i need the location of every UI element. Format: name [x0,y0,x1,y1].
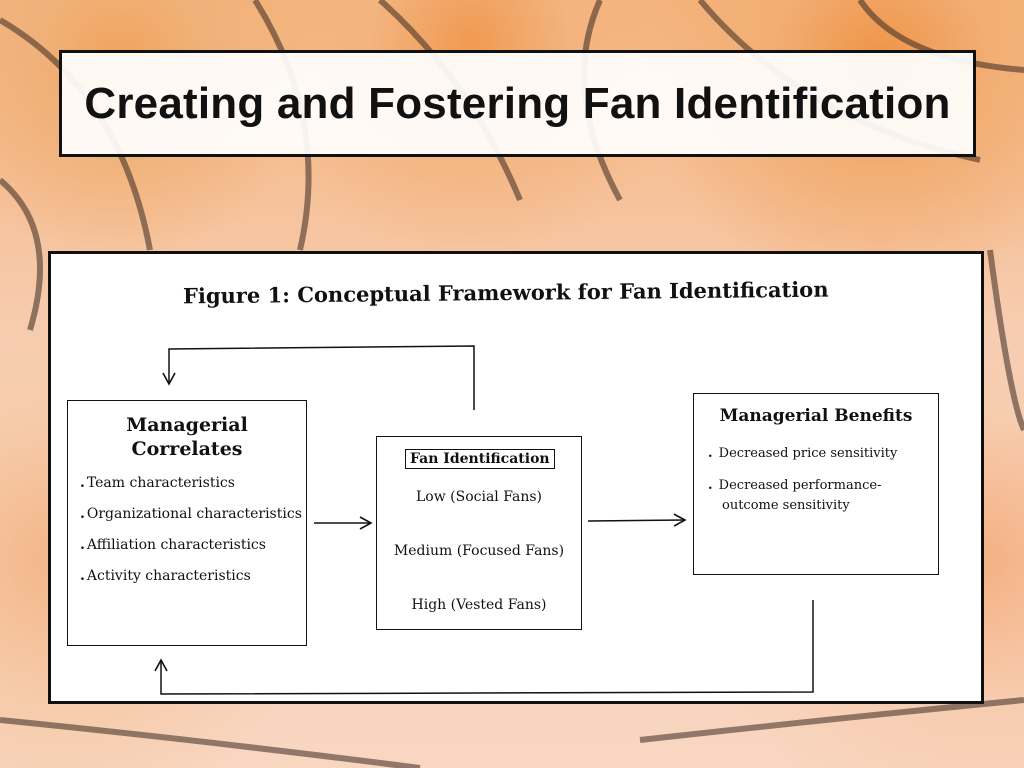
fan-level-low: Low (Social Fans) [415,489,542,505]
slide-title-box: Creating and Fostering Fan Identificatio… [59,50,976,157]
feedback-arrow-bottom [154,600,814,695]
correlate-item: Team characteristics [80,475,306,491]
benefit-line: Decreased performance- [718,478,882,493]
arrow-right-icon [587,513,687,527]
benefit-item: Decreased performance- outcome sensitivi… [708,476,938,516]
benefit-line: Decreased price sensitivity [718,446,898,461]
feedback-arrow-top [162,345,475,410]
managerial-correlates-box: Managerial Correlates Team characteristi… [67,400,307,646]
benefits-heading: Managerial Benefits [719,406,913,426]
fan-level-high: High (Vested Fans) [411,597,547,613]
correlate-item: Activity characteristics [80,568,306,584]
benefit-line-continued: outcome sensitivity [722,498,850,513]
managerial-benefits-box: Managerial Benefits Decreased price sens… [693,393,939,575]
fan-identification-label: Fan Identification [405,449,555,469]
fan-level-medium: Medium (Focused Fans) [393,543,565,559]
fan-identification-box: Fan Identification Low (Social Fans) Med… [376,436,582,630]
slide-title: Creating and Fostering Fan Identificatio… [84,78,951,128]
correlates-heading-line1: Managerial [126,414,248,436]
benefit-item: Decreased price sensitivity [708,444,938,464]
correlates-heading-line2: Correlates [131,438,243,460]
correlate-item: Organizational characteristics [80,506,306,522]
framework-figure: Figure 1: Conceptual Framework for Fan I… [48,251,984,704]
correlate-item: Affiliation characteristics [80,537,306,553]
